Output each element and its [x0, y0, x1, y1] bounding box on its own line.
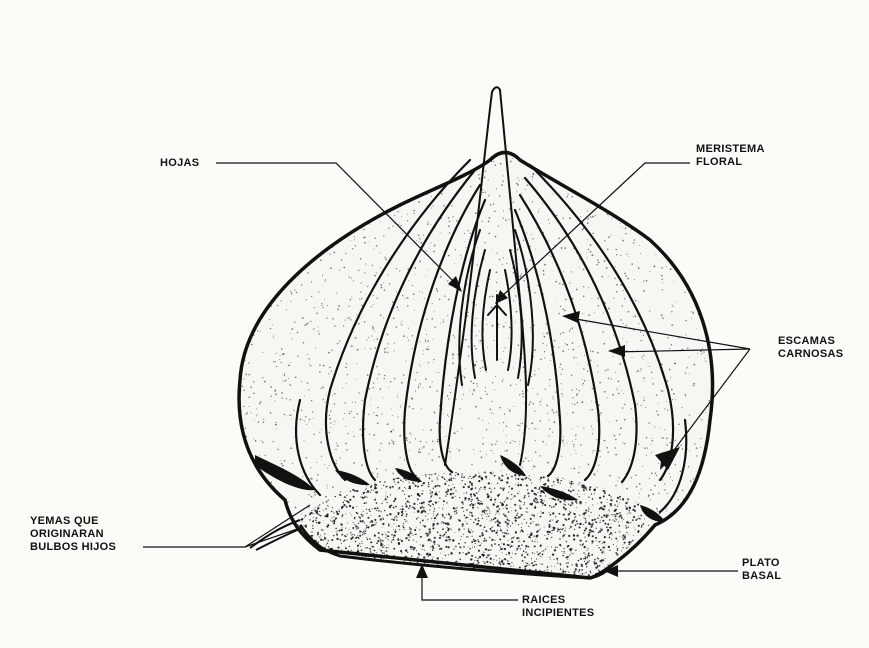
label-raices-line1: RAICES	[522, 594, 594, 607]
label-plato-basal: PLATO BASAL	[742, 557, 781, 583]
label-yemas-line1: YEMAS QUE	[30, 515, 116, 528]
label-raices-incipientes: RAICES INCIPIENTES	[522, 594, 594, 620]
label-escamas-carnosas: ESCAMAS CARNOSAS	[778, 335, 843, 361]
label-escamas-line2: CARNOSAS	[778, 348, 843, 361]
label-meristema-line1: MERISTEMA	[696, 143, 765, 156]
label-hojas: HOJAS	[160, 157, 199, 170]
label-yemas-line2: ORIGINARAN	[30, 528, 116, 541]
label-meristema-line2: FLORAL	[696, 156, 765, 169]
label-plato-line1: PLATO	[742, 557, 781, 570]
label-plato-line2: BASAL	[742, 570, 781, 583]
label-yemas-line3: BULBOS HIJOS	[30, 541, 116, 554]
label-escamas-line1: ESCAMAS	[778, 335, 843, 348]
label-yemas: YEMAS QUE ORIGINARAN BULBOS HIJOS	[30, 515, 116, 554]
label-raices-line2: INCIPIENTES	[522, 607, 594, 620]
label-meristema-floral: MERISTEMA FLORAL	[696, 143, 765, 169]
